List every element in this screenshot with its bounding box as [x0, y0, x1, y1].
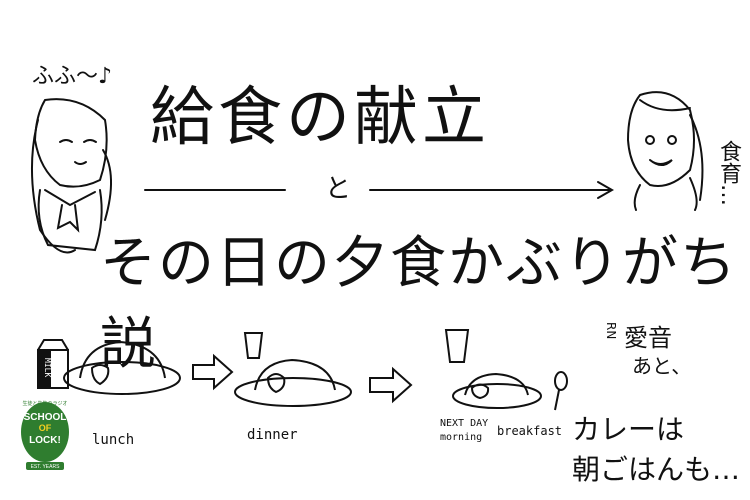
logo-line-1: SCHOOL — [24, 412, 67, 423]
caption-morning: morning — [440, 432, 483, 443]
school-of-lock-logo: SCHOOL OF LOCK! 生徒と先生のラジオ EST. YEARS — [21, 400, 69, 470]
side-note: 食育… — [716, 140, 741, 206]
lunch-curry-illustration — [63, 340, 181, 395]
caption-next-day: NEXT DAY — [440, 418, 489, 429]
arrow-2-icon — [369, 366, 413, 404]
caption-lunch: lunch — [92, 432, 135, 448]
credit-after: あと、 — [632, 354, 692, 378]
caption-breakfast: breakfast — [497, 424, 563, 438]
logo-tagline: 生徒と先生のラジオ — [23, 400, 68, 407]
title-line-1: 給食の献立 — [150, 81, 490, 155]
caption-dinner: dinner — [247, 427, 298, 443]
logo-line-2: OF — [39, 423, 52, 433]
logo-line-3: LOCK! — [29, 435, 61, 446]
connector-text: と — [325, 174, 352, 204]
milk-label: MILK — [43, 358, 52, 378]
curry-note-line-1: カレーは — [572, 413, 685, 446]
breakfast-curry-illustration — [444, 329, 568, 411]
left-girl-illustration — [30, 98, 113, 254]
curry-note-line-2: 朝ごはんも… — [572, 453, 741, 486]
logo-badge: EST. YEARS — [31, 464, 60, 470]
dinner-curry-illustration — [234, 332, 352, 407]
humming-text: ふふ〜♪ — [32, 64, 113, 89]
milk-carton-icon — [37, 339, 69, 389]
arrow-1-icon — [192, 353, 234, 391]
credit-name: 愛音 — [624, 324, 672, 352]
curry-note: カレーは 朝ごはんも… — [572, 410, 740, 490]
title-line-2: その日の夕食かぶりがち説 — [100, 231, 738, 377]
right-girl-illustration — [626, 91, 704, 211]
title-arrow — [144, 181, 615, 199]
credit-initials: RN — [604, 322, 618, 340]
